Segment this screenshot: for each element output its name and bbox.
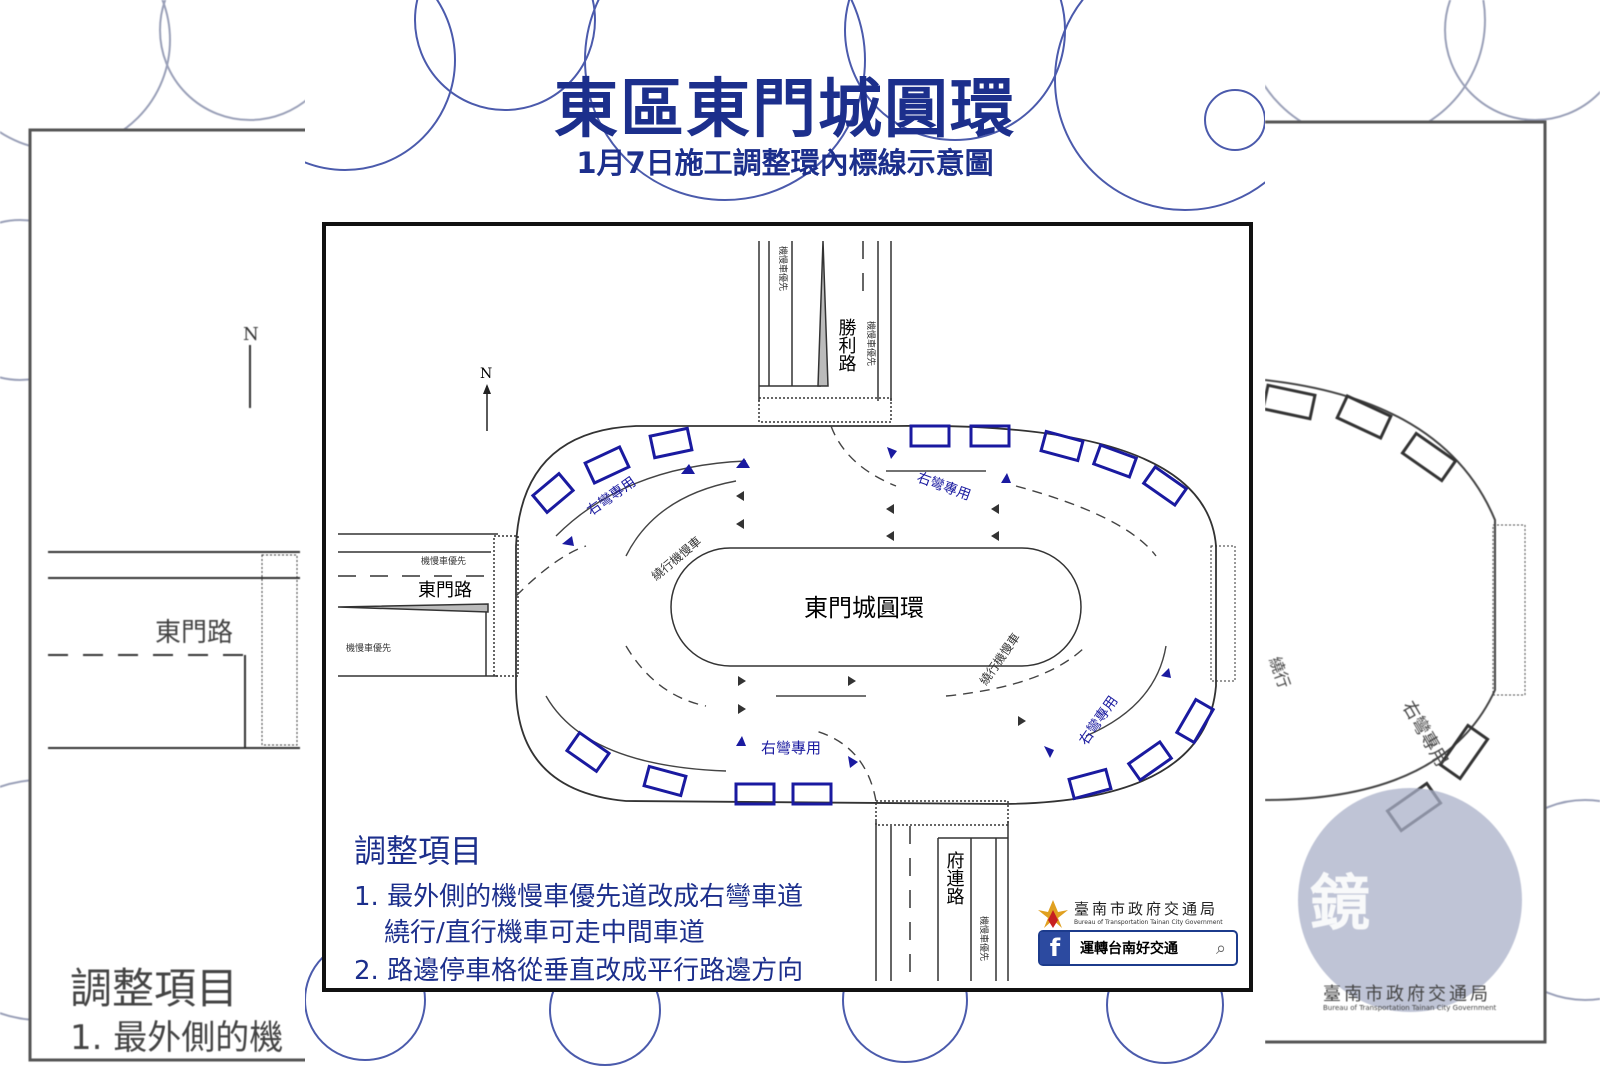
adjustment-item-partial: 1. 最外側的機 — [70, 1018, 284, 1058]
adjustment-item-1-cont: 繞行/直行機車可走中間車道 — [384, 918, 705, 948]
lane-label: 機慢車優先 — [865, 321, 877, 366]
facebook-page-name: 運轉台南好交通 — [1080, 941, 1178, 957]
logo-name-cn: 臺南市政府交通局 — [1323, 984, 1491, 1005]
left-background-panel: N 東門路 調整項目 1. 最外側的機 — [0, 0, 310, 1066]
lane-label: 機慢車優先 — [346, 642, 391, 654]
direction-arrow-icons — [736, 491, 1026, 726]
road-north — [758, 240, 892, 423]
facebook-search-bar[interactable]: f 運轉台南好交通 ⌕ — [1038, 930, 1238, 966]
turn-arrow-icons — [562, 447, 1171, 768]
road-west — [337, 533, 519, 677]
circle-pattern — [1265, 0, 1600, 1044]
roundabout-island — [670, 547, 1082, 667]
circulate-label-se: 繞行機慢車 — [976, 630, 1023, 688]
road-label-dongmen: 東門路 — [418, 580, 472, 601]
adjustments-heading: 調整項目 — [354, 832, 483, 870]
search-icon[interactable]: ⌕ — [1215, 937, 1227, 959]
lane-label: 機慢車優先 — [978, 916, 990, 961]
roundabout-name: 東門城圓環 — [804, 594, 924, 622]
watermark-logo: 鏡 — [1310, 869, 1370, 939]
road-label-shengli: 勝利路 — [836, 318, 857, 372]
right-turn-label-s: 右彎專用 — [761, 739, 821, 757]
facebook-icon: f — [1040, 932, 1070, 964]
road-label-east-gate: 東門路 — [155, 618, 234, 648]
svg-text:N: N — [243, 324, 259, 345]
page-subtitle: 1月7日施工調整環內標線示意圖 — [576, 146, 994, 180]
adjustments-heading: 調整項目 — [70, 964, 239, 1013]
logo-name-en: Bureau of Transportation Tainan City Gov… — [1074, 919, 1223, 926]
roundabout-diagram: N 勝利路 東門路 府連路 — [337, 240, 1236, 981]
diagram-frame: N 勝利路 東門路 府連路 — [322, 222, 1253, 992]
adjustment-item-1: 1. 最外側的機慢車優先道改成右彎車道 — [354, 882, 804, 912]
logo-name-cn: 臺南市政府交通局 — [1074, 900, 1219, 918]
logo-name-en: Bureau of Transportation Tainan City Gov… — [1323, 1004, 1497, 1012]
lane-label: 機慢車優先 — [777, 246, 789, 291]
road-south — [875, 800, 1009, 981]
adjustment-item-2: 2. 路邊停車格從垂直改成平行路邊方向 — [354, 956, 804, 986]
circle-pattern: N — [0, 0, 310, 1062]
page-title: 東區東門城圓環 — [554, 73, 1016, 147]
road-label-fulian: 府連路 — [944, 851, 965, 905]
right-background-panel: 右彎專用 繞行 鏡 臺南市政府交通局 Bureau of Transportat… — [1265, 0, 1600, 1066]
bureau-logo: 臺南市政府交通局 Bureau of Transportation Tainan… — [1038, 898, 1238, 966]
parking-spaces — [530, 424, 1216, 806]
poster: 東區東門城圓環 1月7日施工調整環內標線示意圖 N 勝利路 東門路 — [305, 0, 1265, 1066]
watermark-circle — [1298, 788, 1522, 1012]
lane-label: 機慢車優先 — [421, 555, 466, 567]
right-turn-label-ne: 右彎專用 — [915, 470, 973, 504]
bureau-emblem-icon — [1038, 900, 1068, 928]
north-label: N — [480, 366, 492, 382]
